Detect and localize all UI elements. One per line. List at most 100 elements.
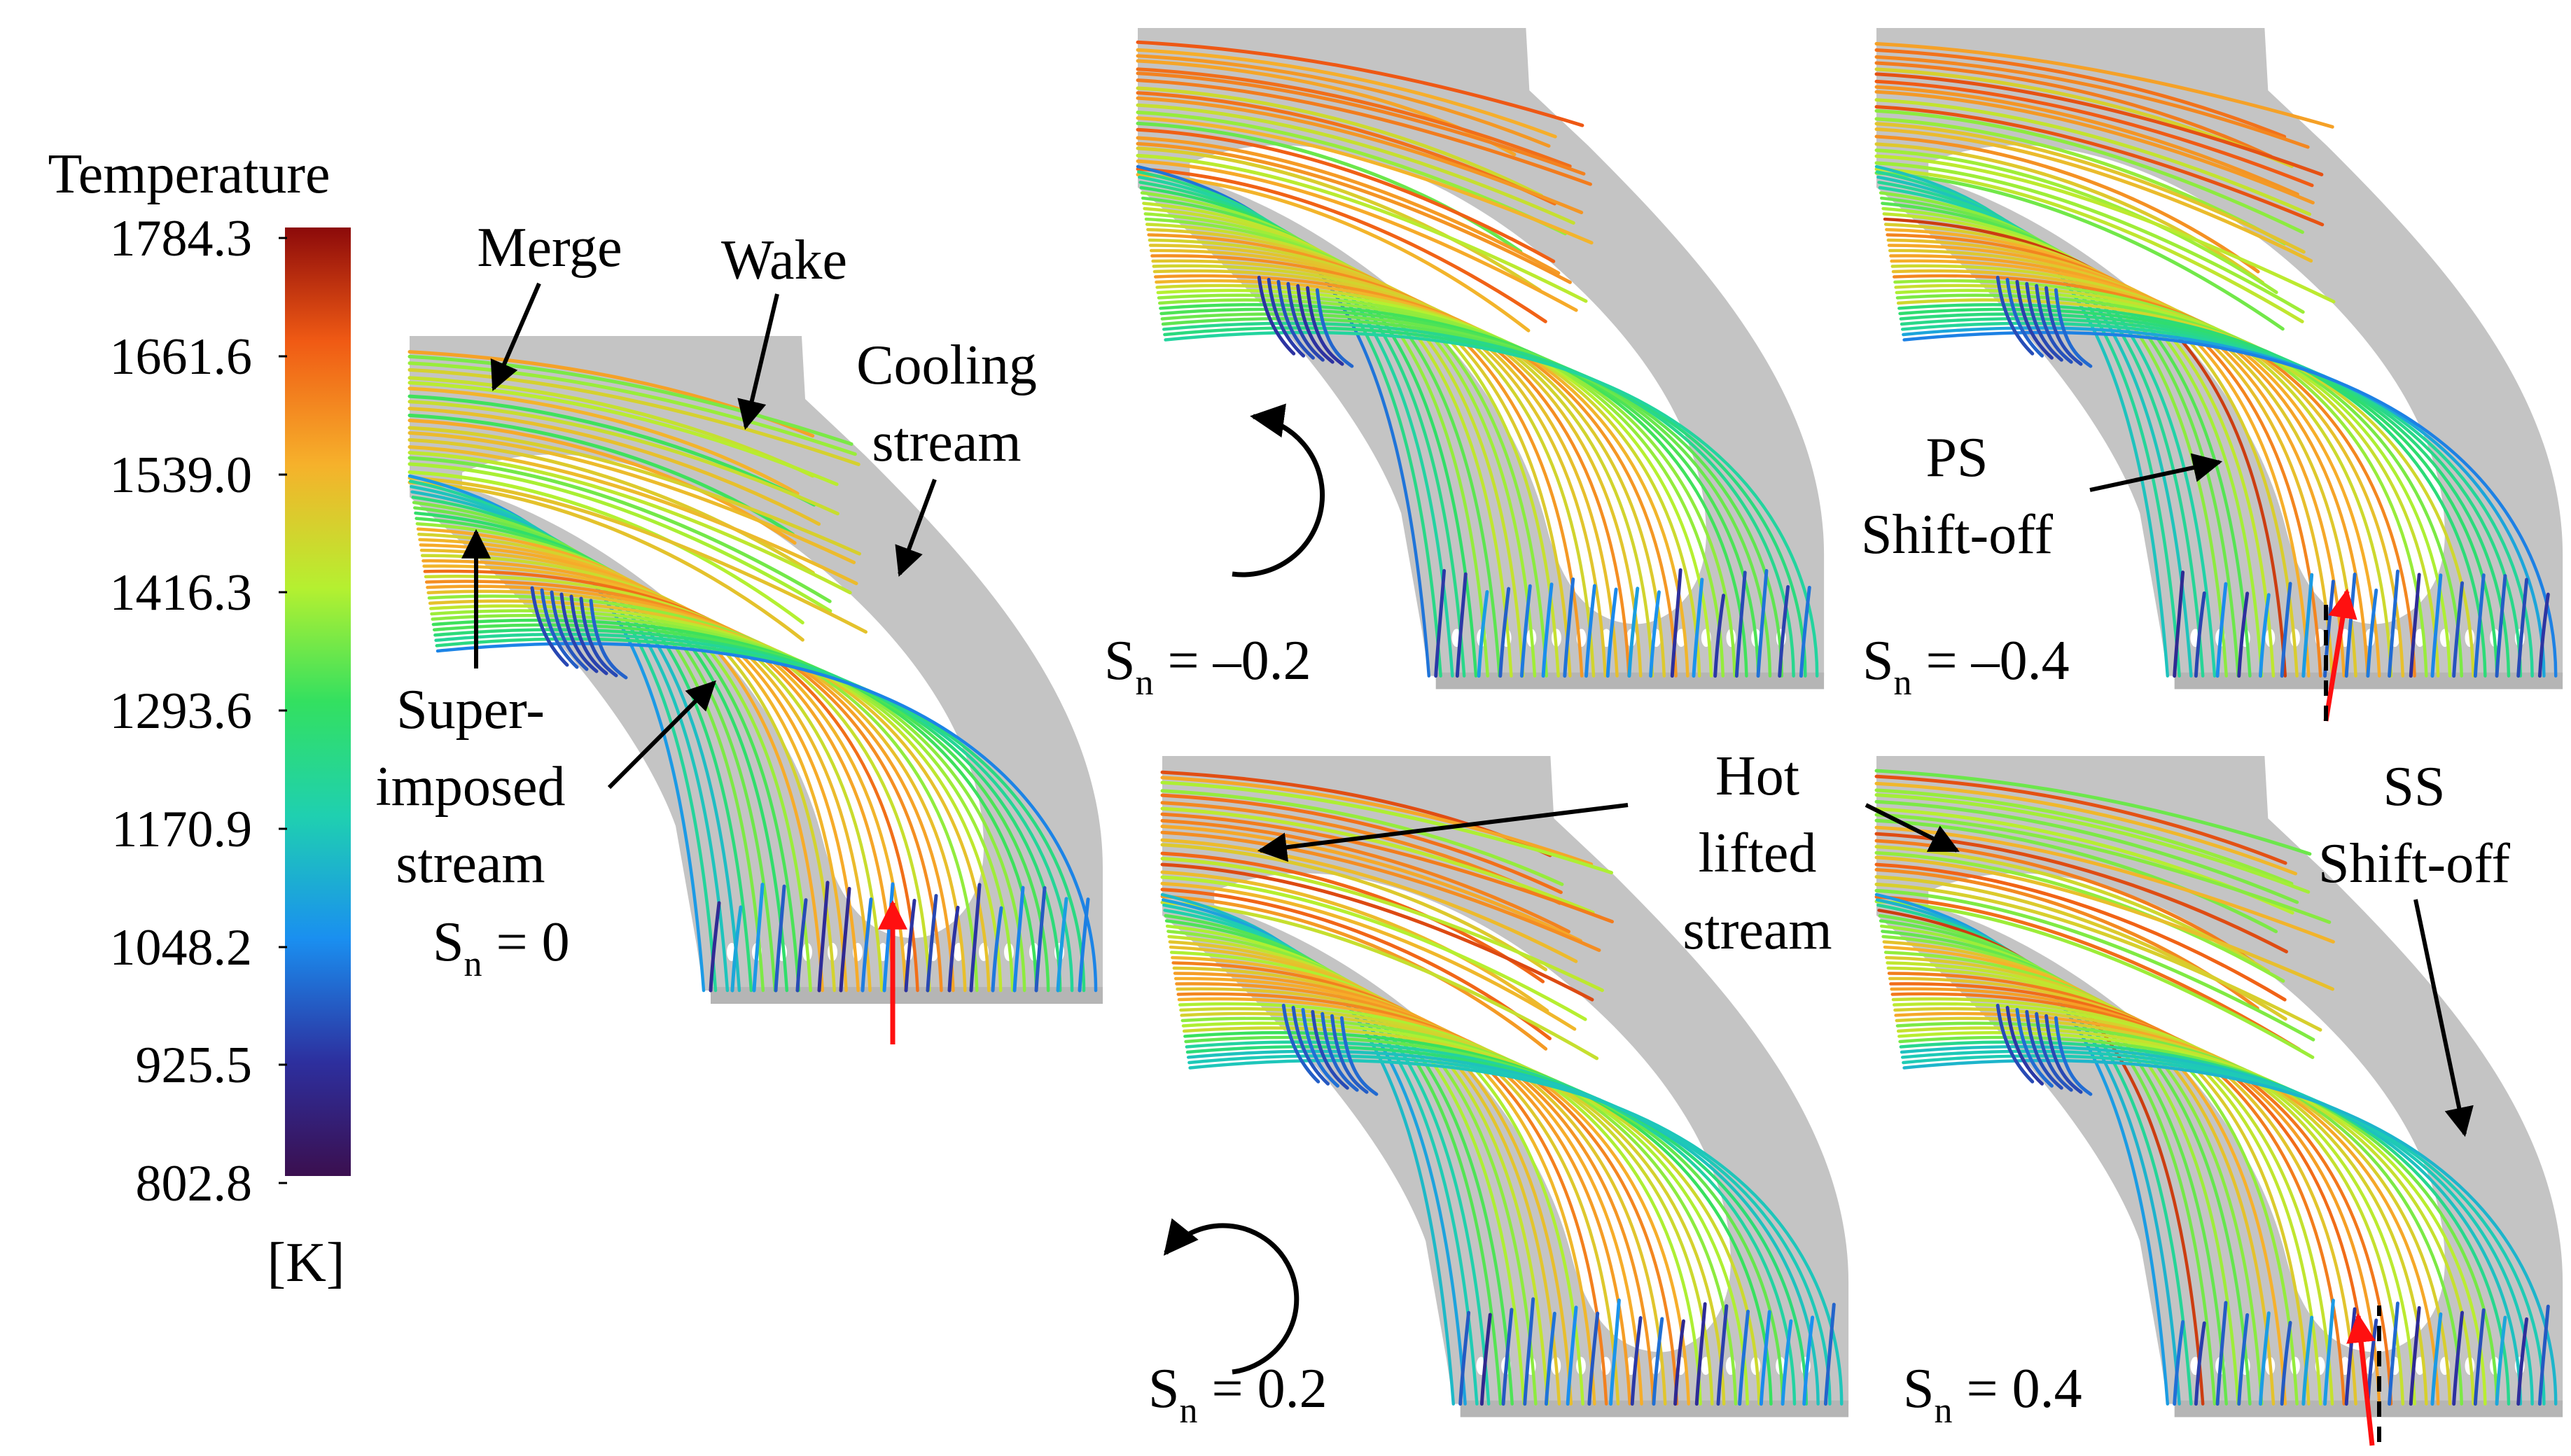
streamline-passage xyxy=(1888,248,2357,678)
streamline-endwall-jet xyxy=(2237,1312,2250,1406)
streamline-wake xyxy=(1160,870,1549,1013)
streamlines xyxy=(1136,40,1819,678)
streamline-coolant-tuft xyxy=(1330,1014,1369,1094)
streamline-endwall-jet xyxy=(861,897,873,993)
streamline-endwall-jet xyxy=(1609,1298,1621,1406)
streamline-wake xyxy=(1874,781,2298,876)
streamline-wake xyxy=(1136,96,1584,215)
streamline-passage xyxy=(1887,972,2346,1406)
streamline-passage xyxy=(1176,987,1667,1406)
streamline-passage xyxy=(1890,259,2381,678)
streamline-passage xyxy=(424,574,931,993)
annotation-ps-line1: PS xyxy=(1926,427,1988,489)
streamline-wake xyxy=(1874,774,2287,865)
streamline-wake xyxy=(1874,167,2304,323)
streamline-passage xyxy=(1898,307,2499,678)
streamline-endwall-jet xyxy=(1056,897,1068,993)
streamline-endwall-jet xyxy=(1458,1310,1471,1406)
streamline-endwall-jet xyxy=(1434,568,1447,678)
streamline-endwall-jet xyxy=(2173,570,2185,678)
streamline-passage xyxy=(1177,997,1691,1406)
streamline-coolant-tuft xyxy=(2035,1011,2073,1092)
streamline-endwall-jet xyxy=(2409,573,2421,678)
streamline-endwall-jet xyxy=(2366,588,2378,678)
colorbar-tick-label: 1539.0 xyxy=(110,447,253,504)
streamline-endwall-jet xyxy=(1584,584,1596,678)
annotation-ps-line2: Shift-off xyxy=(1861,504,2053,566)
streamline-coolant-tuft xyxy=(2005,277,2044,358)
streamline-endwall-jet xyxy=(2537,592,2550,678)
streamline-endwall-jet xyxy=(2237,592,2250,678)
streamline-wake xyxy=(1160,895,1548,1051)
streamline-coolant-tuft xyxy=(2044,1014,2083,1094)
streamline-passage xyxy=(434,633,1074,993)
streamline-passage xyxy=(1894,284,2440,678)
streamline-wake xyxy=(1874,85,2299,197)
streamline-wake xyxy=(407,426,861,556)
annotation-cooling-line1: Cooling xyxy=(856,335,1037,396)
streamline-passage xyxy=(1902,1058,2558,1406)
streamline-wake xyxy=(407,431,856,564)
streamline-wake xyxy=(1874,61,2273,159)
arrow-hot-left xyxy=(1257,803,1629,862)
streamline-wake xyxy=(1136,103,1575,225)
streamline-endwall-jet xyxy=(1519,584,1532,678)
colorbar-gradient xyxy=(285,227,351,1176)
streamline-endwall-jet xyxy=(1802,1315,1815,1406)
streamline-wake xyxy=(1136,40,1584,127)
streamline-endwall-jet xyxy=(2452,581,2465,678)
streamline-wake xyxy=(1874,98,2312,216)
svg-text:Sn = –0.4: Sn = –0.4 xyxy=(1862,630,2070,703)
colorbar-tick-label: 1293.6 xyxy=(110,682,253,740)
streamline-endwall-jet xyxy=(1627,587,1640,678)
streamline-passage xyxy=(1155,279,1689,678)
streamline-passage xyxy=(1181,1021,1749,1406)
streamline-wake xyxy=(1136,173,1531,332)
streamline-wake xyxy=(1160,851,1545,983)
streamline-wake xyxy=(407,381,839,486)
streamline-endwall-jet xyxy=(2473,1308,2486,1406)
streamline-endwall-jet xyxy=(774,884,786,993)
sn-label-main: Sn = 0 xyxy=(433,911,570,984)
streamline-endwall-jet xyxy=(839,886,851,993)
annotation-superimposed-line1: Super- xyxy=(396,679,545,741)
streamline-endwall-jet xyxy=(2409,1306,2421,1406)
streamline-passage xyxy=(1893,1002,2416,1406)
streamline-passage xyxy=(433,628,1062,993)
streamline-endwall-jet xyxy=(1652,1317,1664,1406)
streamline-endwall-jet xyxy=(2194,591,2206,678)
streamline-endwall-jet xyxy=(1823,1303,1836,1406)
streamline-endwall-jet xyxy=(1544,1311,1556,1406)
streamline-wake xyxy=(1874,108,2304,234)
streamlines xyxy=(1160,770,1844,1406)
streamlines xyxy=(407,350,1098,993)
streamline-endwall-jet xyxy=(2452,1310,2465,1406)
annotation-merge: Merge xyxy=(477,217,622,279)
streamline-endwall-jet xyxy=(1501,1308,1514,1406)
streamline-wake xyxy=(407,394,816,507)
streamline-passage xyxy=(421,559,896,993)
streamline-wake xyxy=(407,361,857,456)
streamline-coolant-tuft xyxy=(2005,1005,2044,1086)
streamline-passage xyxy=(1886,961,2322,1406)
streamline-passage xyxy=(1154,274,1678,678)
streamline-endwall-jet xyxy=(709,901,721,993)
streamline-wake xyxy=(1160,830,1601,952)
streamline-wake xyxy=(1874,79,2314,188)
streamline-wake xyxy=(1874,117,2287,246)
panel-sn-0.2 xyxy=(1160,756,1849,1418)
panel-sn-0.4 xyxy=(1874,756,2563,1418)
streamline-passage xyxy=(1173,972,1631,1406)
streamline-wake xyxy=(1136,153,1588,303)
streamline-wake xyxy=(1874,55,2310,149)
streamline-coolant-tuft xyxy=(1267,277,1306,358)
streamline-endwall-jet xyxy=(2301,1315,2314,1406)
streamline-wake xyxy=(1160,900,1599,1060)
streamline-coolant-tuft xyxy=(2035,284,2073,364)
streamlines xyxy=(1874,769,2558,1406)
colorbar-tick-label: 1661.6 xyxy=(110,328,253,386)
streamline-coolant-tuft xyxy=(1995,275,2035,356)
streamline-wake xyxy=(1160,818,1571,934)
colorbar-tick-label: 1784.3 xyxy=(110,210,253,267)
streamline-passage xyxy=(1159,307,1760,678)
